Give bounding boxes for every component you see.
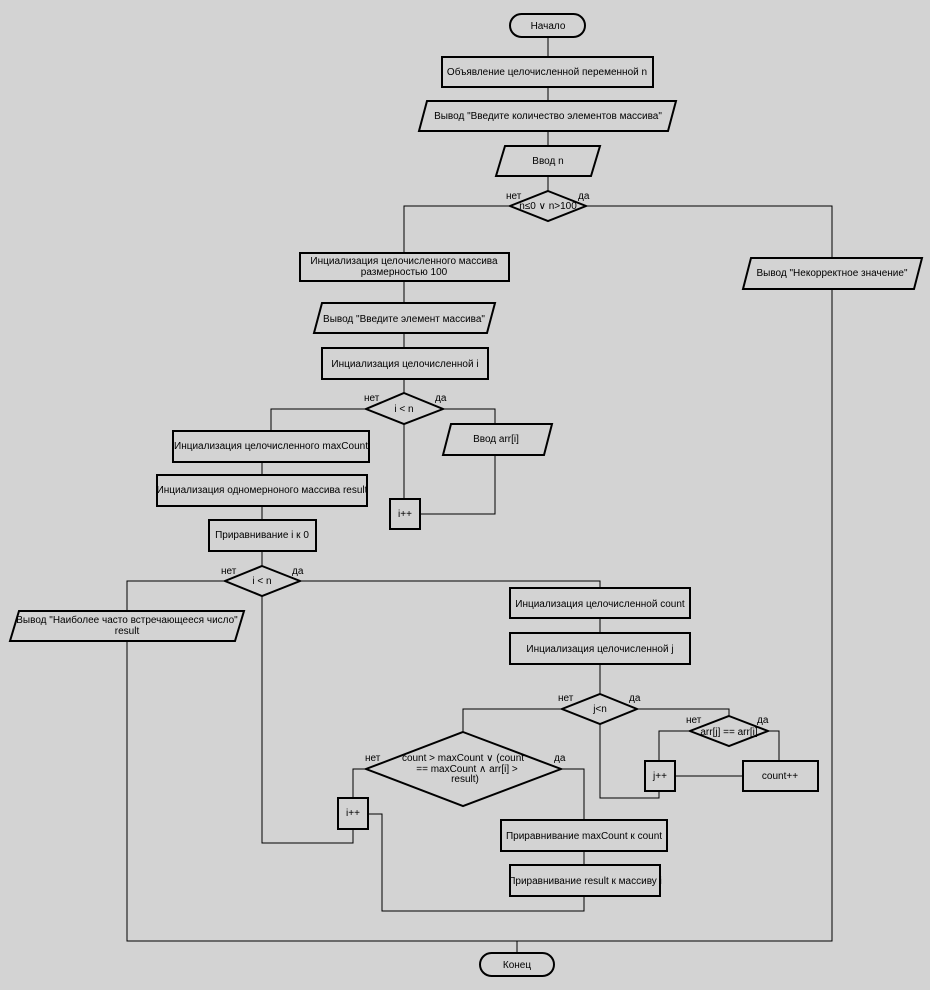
svg-text:размерностью 100: размерностью 100 <box>361 267 448 278</box>
svg-text:Вывод "Введите количество элем: Вывод "Введите количество элементов масс… <box>434 111 662 122</box>
svg-text:Ввод arr[i]: Ввод arr[i] <box>473 434 519 445</box>
node-end: Конец <box>479 952 555 977</box>
edge-assignresult-inc <box>369 813 585 912</box>
node-inc-i-2: i++ <box>337 797 369 830</box>
svg-text:Конец: Конец <box>503 960 531 971</box>
node-init-maxcount: Инциализация целочисленного maxCount <box>172 430 370 463</box>
label-yes: да <box>292 566 304 577</box>
svg-text:Приравнивание i к 0: Приравнивание i к 0 <box>215 530 309 541</box>
label-no: нет <box>365 753 381 764</box>
node-cond-arr-eq: arr[j] == arr[i] <box>687 714 771 748</box>
svg-text:Инциализация целочисленного ma: Инциализация целочисленного maxCount <box>174 441 368 452</box>
edge-check-no <box>403 205 510 253</box>
node-output-prompt-count: Вывод "Введите количество элементов масс… <box>417 100 678 132</box>
node-init-j: Инциализация целочисленной j <box>509 632 691 665</box>
svg-text:j<n: j<n <box>592 704 607 715</box>
svg-text:Объявление целочисленной перем: Объявление целочисленной переменной n <box>447 66 647 78</box>
edge-eq-yes <box>768 730 780 761</box>
node-cond-j-n: j<n <box>559 692 640 726</box>
node-init-result: Инциализация одномерноного массива resul… <box>156 474 368 507</box>
svg-text:j++: j++ <box>652 771 667 782</box>
svg-text:result): result) <box>451 774 479 785</box>
edge-cond1-yes <box>443 408 496 424</box>
svg-text:== maxCount ∧ arr[i] >: == maxCount ∧ arr[i] > <box>416 764 518 775</box>
node-cond-i-n-1: i < n <box>363 391 446 426</box>
svg-text:i < n: i < n <box>252 576 271 587</box>
label-no: нет <box>506 191 522 202</box>
label-yes: да <box>757 715 769 726</box>
node-check-n: n≤0 ∨ n>100 <box>507 189 589 223</box>
svg-text:Инциализация целочисленной i: Инциализация целочисленной i <box>331 359 478 370</box>
edge-cond2-no <box>126 580 225 611</box>
svg-text:Приравнивание result к массив: Приравнивание result к массиву i <box>508 876 662 887</box>
svg-text:Инциализация целочисленной j: Инциализация целочисленной j <box>526 644 673 655</box>
node-inc-count: count++ <box>742 760 819 792</box>
svg-text:Ввод n: Ввод n <box>532 156 563 167</box>
svg-text:Вывод "Введите элемент массива: Вывод "Введите элемент массива" <box>323 314 485 325</box>
edge-inc-back-cond2 <box>261 596 354 844</box>
label-yes: да <box>435 393 447 404</box>
edge-jinc-loop <box>599 724 660 799</box>
svg-text:i++: i++ <box>398 509 412 520</box>
label-yes: да <box>554 753 566 764</box>
node-cond-i-n-2: i < n <box>222 564 303 598</box>
edge-condj-no <box>462 708 562 732</box>
svg-text:Вывод "Некорректное значение": Вывод "Некорректное значение" <box>756 268 907 279</box>
node-output-incorrect: Вывод "Некорректное значение" <box>741 257 924 290</box>
node-input-n: Ввод n <box>494 145 602 177</box>
label-yes: да <box>629 693 641 704</box>
node-output-result: Вывод "Наиболее часто встречающееся числ… <box>8 610 246 642</box>
node-cond-count: count > maxCount ∨ (count == maxCount ∧ … <box>363 730 564 808</box>
svg-text:n≤0 ∨ n>100: n≤0 ∨ n>100 <box>519 201 577 212</box>
svg-text:Начало: Начало <box>531 21 566 32</box>
label-no: нет <box>558 693 574 704</box>
svg-text:i++: i++ <box>346 808 360 819</box>
edge-eq-no <box>658 730 690 761</box>
edge-incorrect-down <box>516 289 833 953</box>
node-assign-result: Приравнивание result к массиву i <box>508 864 662 897</box>
node-start: Начало <box>509 13 586 38</box>
svg-text:result: result <box>115 626 140 637</box>
edge-cond2-yes <box>300 580 601 588</box>
node-output-prompt-element: Вывод "Введите элемент массива" <box>312 302 497 334</box>
node-init-i: Инциализация целочисленной i <box>321 347 489 380</box>
label-no: нет <box>364 393 380 404</box>
node-assign-maxcount: Приравнивание maxCount к count <box>500 819 668 852</box>
label-yes: да <box>578 191 590 202</box>
node-input-arr: Ввод arr[i] <box>441 423 554 456</box>
svg-text:Инциализация целочисленного ма: Инциализация целочисленного массива <box>310 256 498 267</box>
edge-condcount-yes <box>561 768 585 820</box>
edge-inputarr-inc <box>420 455 496 515</box>
edge-check-yes <box>586 205 833 258</box>
node-init-array: Инциализация целочисленного массива разм… <box>299 252 510 282</box>
svg-text:Инциализация одномерноного мас: Инциализация одномерноного массива resul… <box>157 485 368 496</box>
label-no: нет <box>686 715 702 726</box>
edge-output-end <box>126 641 517 942</box>
svg-text:count > maxCount ∨ (count: count > maxCount ∨ (count <box>402 753 524 764</box>
svg-text:Инциализация целочисленной cou: Инциализация целочисленной count <box>515 599 685 610</box>
svg-text:i < n: i < n <box>394 404 413 415</box>
node-declare-n: Объявление целочисленной переменной n <box>441 56 654 88</box>
svg-text:arr[j] == arr[i]: arr[j] == arr[i] <box>700 727 757 738</box>
edge-cond1-no <box>270 408 366 431</box>
node-assign-i-zero: Приравнивание i к 0 <box>208 519 317 552</box>
label-no: нет <box>221 566 237 577</box>
svg-text:Приравнивание maxCount к coun: Приравнивание maxCount к count <box>506 831 662 842</box>
connectors <box>126 37 833 953</box>
node-init-count: Инциализация целочисленной count <box>509 587 691 619</box>
svg-text:count++: count++ <box>762 771 798 782</box>
svg-text:Вывод "Наиболее часто встречаю: Вывод "Наиболее часто встречающееся числ… <box>16 614 238 626</box>
edge-condcount-no <box>352 768 366 798</box>
node-inc-i-1: i++ <box>389 498 421 530</box>
node-inc-j: j++ <box>644 760 676 792</box>
edge-condj-yes <box>637 708 730 716</box>
